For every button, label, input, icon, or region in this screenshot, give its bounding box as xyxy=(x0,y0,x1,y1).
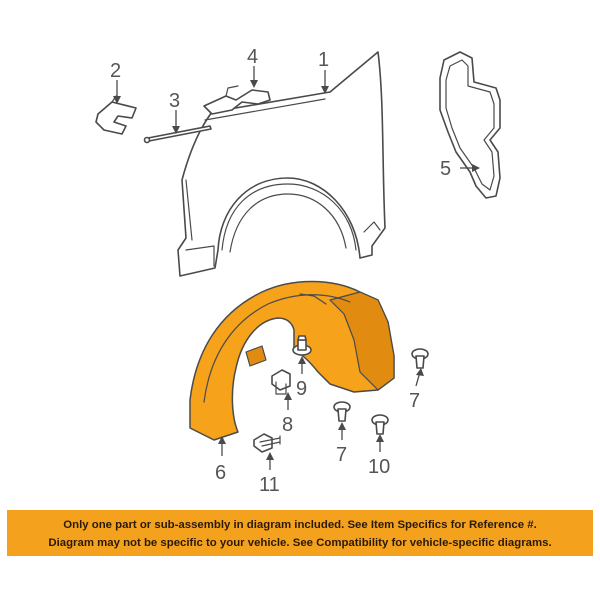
callout-11: 11 xyxy=(259,474,280,496)
callout-3: 3 xyxy=(169,90,180,112)
pushpin-part-10 xyxy=(371,414,389,435)
callout-1: 1 xyxy=(318,49,329,71)
bracket-part xyxy=(203,85,271,115)
bolt-part-8 xyxy=(271,369,291,395)
bolt-part-11 xyxy=(253,433,281,453)
seal-part xyxy=(439,51,501,199)
callout-8: 8 xyxy=(282,414,293,436)
leader-lines xyxy=(113,66,480,470)
callout-9: 9 xyxy=(296,378,307,400)
callout-10: 10 xyxy=(368,456,390,478)
callout-4: 4 xyxy=(247,46,258,68)
disclaimer-line-2: Diagram may not be specific to your vehi… xyxy=(48,537,552,549)
callout-7b: 7 xyxy=(336,444,347,466)
pushpin-part-9 xyxy=(292,335,312,356)
pushpin-part-7a xyxy=(411,348,429,369)
fender-part xyxy=(177,51,386,277)
callout-2: 2 xyxy=(110,60,121,82)
callout-6: 6 xyxy=(215,462,226,484)
rod-part xyxy=(143,125,212,144)
callout-5: 5 xyxy=(440,158,451,180)
pushpin-part-7b xyxy=(333,401,351,422)
disclaimer-banner: Only one part or sub-assembly in diagram… xyxy=(7,510,593,556)
disclaimer-line-1: Only one part or sub-assembly in diagram… xyxy=(63,519,537,531)
fender-liner-part xyxy=(189,280,395,441)
callout-7a: 7 xyxy=(409,390,420,412)
